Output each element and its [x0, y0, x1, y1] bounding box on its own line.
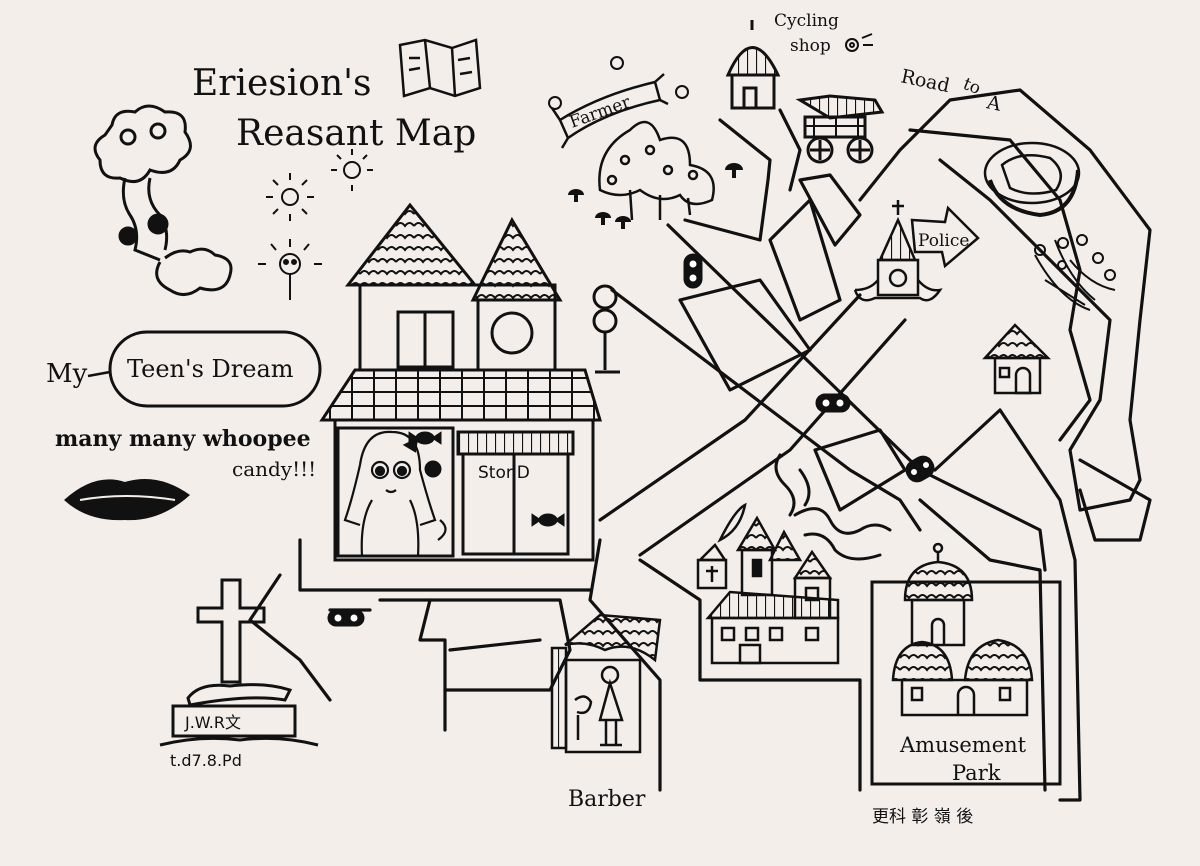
traffic-light-icon [905, 455, 935, 483]
orchard-trees [598, 120, 715, 221]
candy-icons [408, 431, 565, 527]
store-sign: Stor.D [478, 463, 530, 483]
road-network [248, 88, 1152, 802]
map-title-line1: Eriesion's [192, 63, 372, 104]
cycling-shop-building [725, 20, 781, 110]
amusement-label-2: Park [952, 761, 1001, 785]
folded-map-icon [398, 38, 482, 98]
lips-doodle [64, 478, 190, 521]
church-building [696, 502, 840, 665]
speech-bubble [108, 330, 322, 408]
grave-date-text: t.d7.8.Pd [170, 751, 242, 770]
girl-illustration [343, 430, 447, 557]
tagline-prefix: My [46, 359, 88, 389]
sparkle-icons [258, 149, 373, 300]
artist-signature: 更科 彰 嶺 後 [872, 807, 973, 827]
candy-line2: candy!!! [232, 457, 316, 481]
barber-shop-building [550, 613, 662, 754]
road-label-1: Road [899, 65, 952, 97]
traffic-light-icon [815, 393, 851, 413]
spiral-icon [845, 33, 873, 52]
small-house [982, 323, 1052, 395]
grave-plate-text: J.W.R文 [184, 713, 241, 732]
farmer-banner [550, 73, 669, 149]
traffic-light-icons [327, 253, 935, 627]
amusement-castle [891, 542, 1034, 717]
grave-cross [159, 578, 319, 747]
traffic-light-icon [327, 609, 365, 627]
cycling-shop-label-1: Cycling [774, 11, 839, 31]
road-label-2: to [960, 74, 983, 99]
stream [774, 453, 892, 561]
apple-icons [548, 56, 689, 110]
bicycle-icon [795, 94, 885, 164]
amusement-label-1: Amusement [899, 733, 1027, 757]
candy-line1: many many whoopee [55, 426, 311, 452]
cycling-shop-label-2: shop [790, 36, 831, 56]
traffic-light-icon [683, 253, 703, 289]
bus-stop-icon [592, 284, 620, 374]
police-station-building [853, 200, 943, 302]
mushroom-icons [568, 163, 743, 229]
map-title-line2: Reasant Map [236, 113, 476, 154]
candy-store-building [319, 202, 603, 562]
flower-bush [1034, 234, 1116, 311]
police-arrow-sign [910, 205, 980, 269]
police-label: Police [918, 231, 969, 251]
road-label-3: A [984, 91, 1003, 116]
tagline-bubble-text: Teen's Dream [127, 355, 294, 383]
cloud-creature-doodle [93, 104, 233, 296]
barber-label: Barber [568, 787, 646, 812]
fenced-pond [983, 141, 1081, 218]
